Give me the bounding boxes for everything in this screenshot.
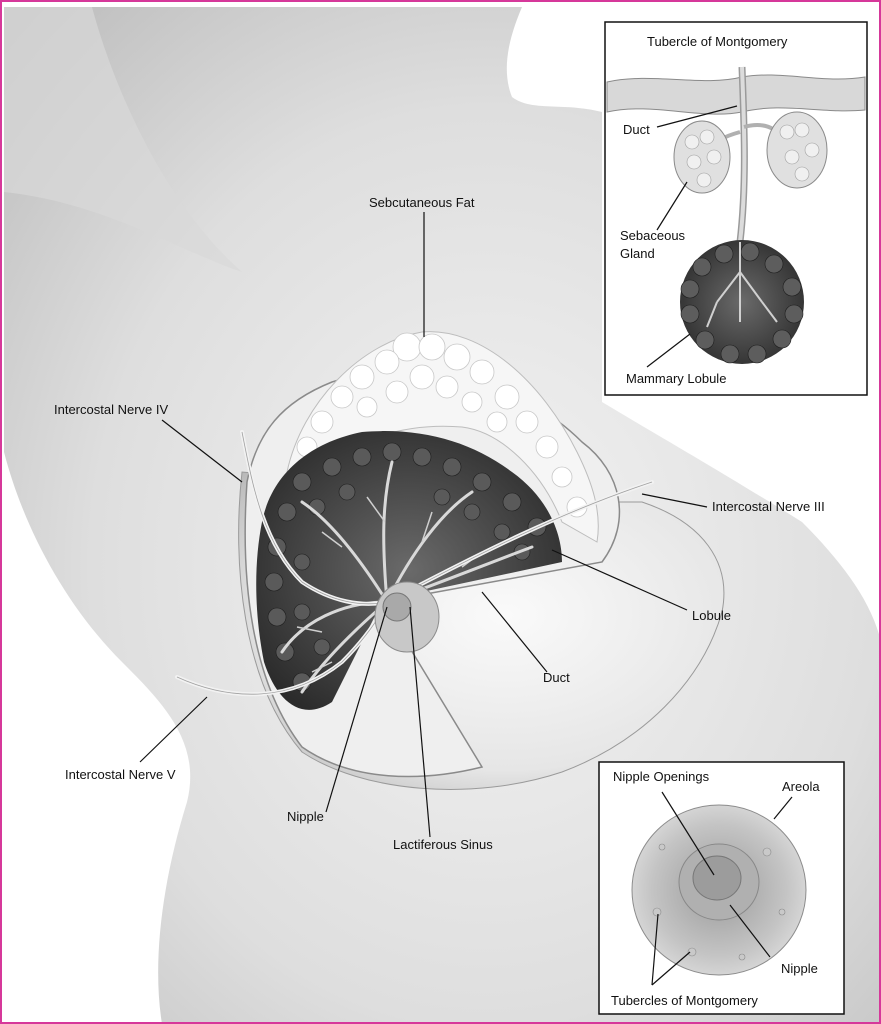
inset-label-duct: Duct bbox=[623, 122, 650, 137]
label-intercostal-nerve-iv: Intercostal Nerve IV bbox=[54, 402, 168, 417]
inset-areola-graphic bbox=[599, 762, 844, 1014]
inset-label-mammary-lobule: Mammary Lobule bbox=[626, 371, 726, 386]
inset-montgomery-title: Tubercle of Montgomery bbox=[647, 34, 787, 49]
inset-label-tubercles: Tubercles of Montgomery bbox=[611, 993, 758, 1008]
inset-montgomery-graphic bbox=[605, 22, 867, 395]
inset-label-sebaceous-line1: Sebaceous bbox=[620, 228, 685, 243]
label-nipple: Nipple bbox=[287, 809, 324, 824]
label-subcutaneous-fat: Sebcutaneous Fat bbox=[369, 195, 475, 210]
inset-label-nipple: Nipple bbox=[781, 961, 818, 976]
label-lobule: Lobule bbox=[692, 608, 731, 623]
inset-label-areola: Areola bbox=[782, 779, 820, 794]
inset-label-sebaceous-line2: Gland bbox=[620, 246, 655, 261]
label-lactiferous-sinus: Lactiferous Sinus bbox=[393, 837, 493, 852]
label-duct: Duct bbox=[543, 670, 570, 685]
label-intercostal-nerve-v: Intercostal Nerve V bbox=[65, 767, 176, 782]
label-intercostal-nerve-iii: Intercostal Nerve III bbox=[712, 499, 825, 514]
inset-label-nipple-openings: Nipple Openings bbox=[613, 769, 709, 784]
breast-nipple bbox=[383, 593, 411, 621]
